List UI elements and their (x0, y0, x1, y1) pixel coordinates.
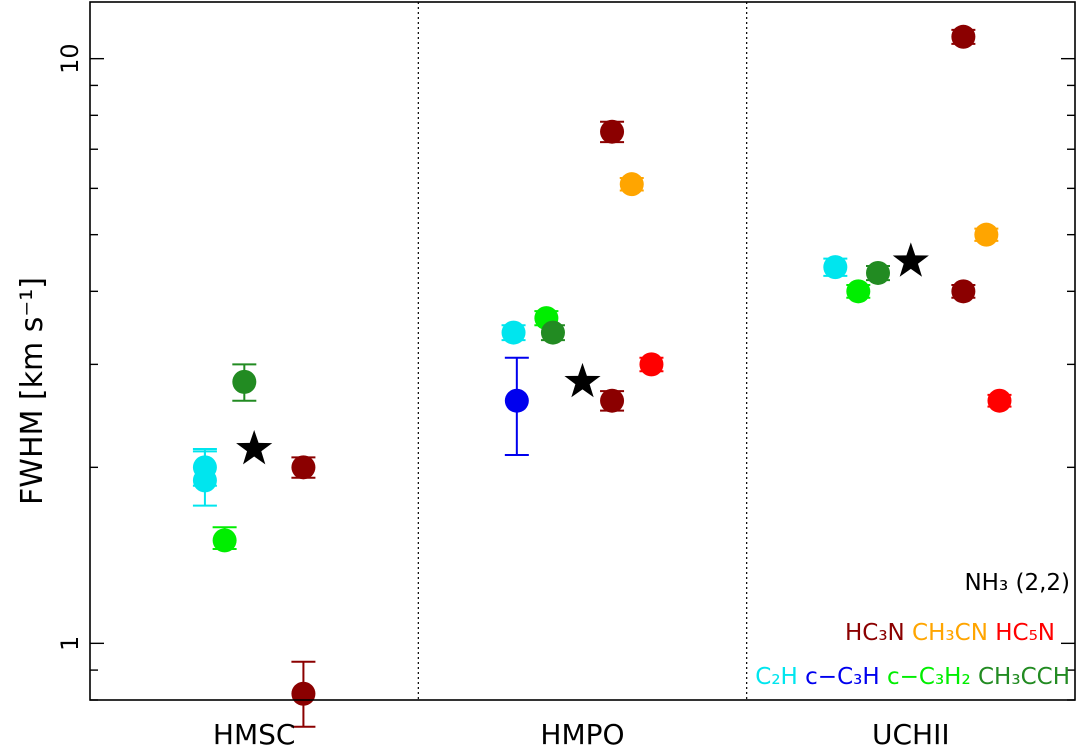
legend-row: NH₃ (2,2) (964, 570, 1070, 596)
plot-frame (89, 1, 1076, 701)
star-marker (892, 242, 929, 277)
x-axis-category-labels: HMSC HMPO UCHII (213, 718, 950, 750)
legend: NH₃ (2,2) HC₃N CH₃CN HC₅N C₂H c−C₃H c−C₃H₂… (755, 570, 1070, 690)
circle-marker (951, 24, 976, 49)
legend-entry: CH₃CN (905, 620, 988, 646)
legend-entry: HC₃N (845, 620, 905, 646)
circle-marker (974, 222, 999, 247)
circle-marker (866, 260, 890, 285)
legend-entry: NH₃ (2,2) (964, 570, 1070, 596)
x-category-label: HMSC (213, 718, 296, 750)
y-tick-label: 10 (56, 43, 84, 74)
y-axis-ticks: 1 10 (56, 43, 1075, 701)
y-axis-label: FWHM [km s⁻¹] (15, 277, 50, 505)
circle-marker (619, 172, 644, 197)
circle-marker (291, 455, 316, 480)
legend-entry: c−C₃H (798, 664, 880, 690)
star-marker (564, 362, 601, 398)
circle-marker (501, 320, 526, 345)
circle-marker (987, 388, 1012, 413)
y-tick-label: 1 (56, 636, 84, 651)
circle-marker (600, 119, 625, 144)
x-category-label: UCHII (872, 718, 950, 750)
circle-marker (639, 352, 664, 377)
circle-marker (291, 681, 316, 706)
legend-entry: CH₃CCH (971, 664, 1070, 690)
legend-row: C₂H c−C₃H c−C₃H₂ CH₃CCH (755, 664, 1070, 690)
circle-marker (212, 528, 237, 553)
circle-marker (504, 388, 529, 413)
circle-marker (846, 279, 871, 304)
circle-marker (540, 320, 565, 345)
legend-entry: c−C₃H₂ (880, 664, 971, 690)
star-marker (236, 429, 273, 465)
circle-marker (600, 388, 625, 413)
legend-entry: HC₅N (988, 620, 1055, 646)
circle-marker (232, 369, 257, 394)
legend-row: HC₃N CH₃CN HC₅N (845, 620, 1055, 646)
legend-entry: C₂H (755, 664, 798, 690)
circle-marker (192, 468, 217, 493)
category-dividers (417, 2, 748, 700)
circle-marker (823, 255, 848, 280)
data-markers (192, 24, 1012, 706)
x-category-label: HMPO (540, 718, 624, 750)
circle-marker (951, 279, 976, 304)
